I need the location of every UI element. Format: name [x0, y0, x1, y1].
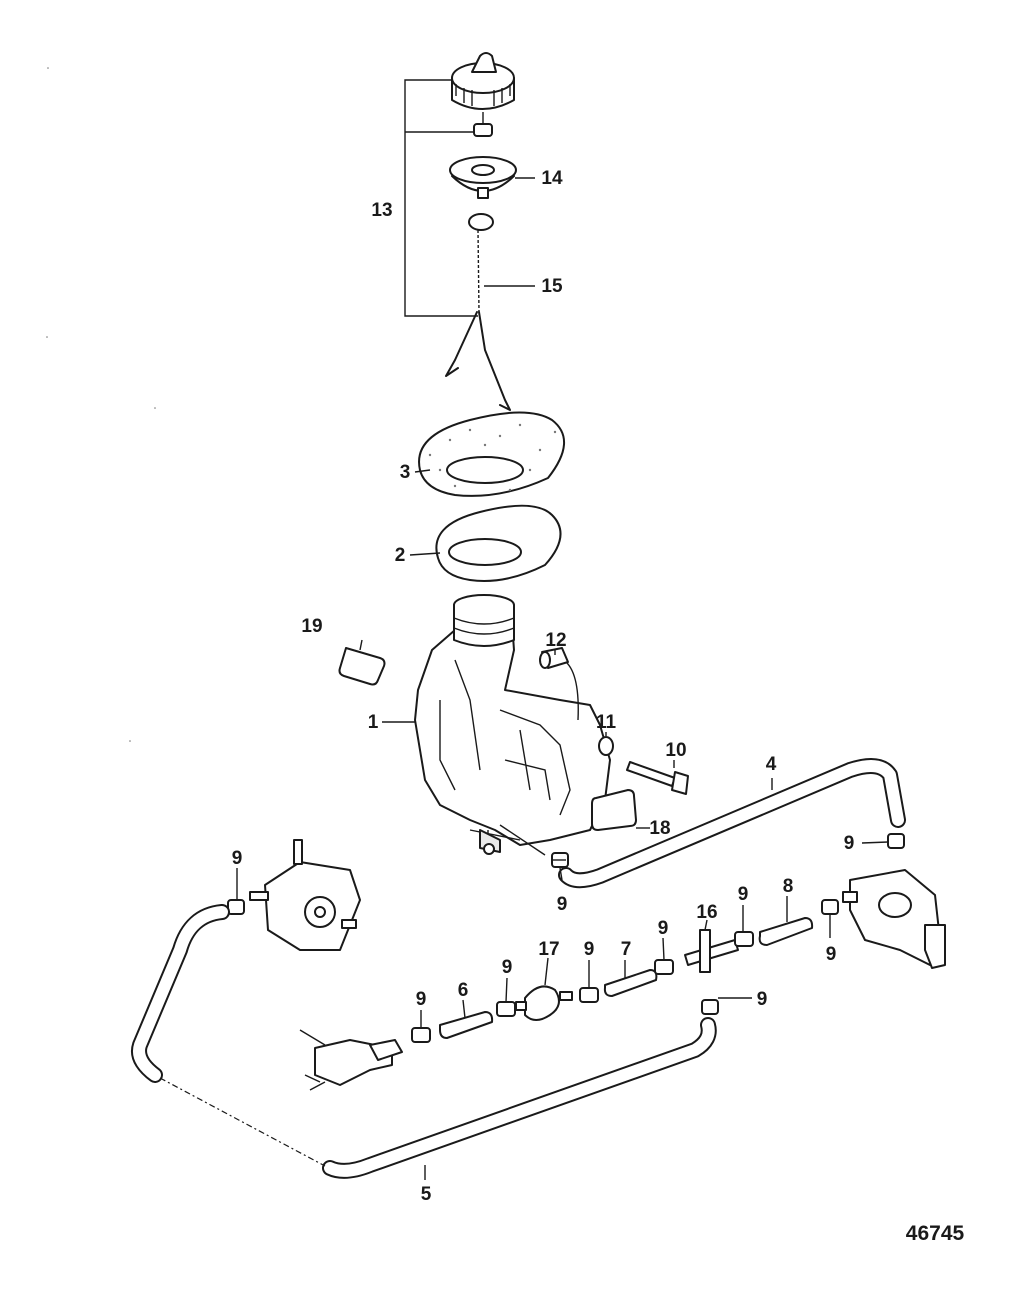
callout-13: 13 [371, 200, 392, 221]
filter-17 [515, 985, 573, 1021]
gasket-3 [418, 411, 566, 497]
callout-5: 5 [421, 1184, 432, 1205]
callout-4: 4 [766, 754, 777, 775]
bolt-10 [626, 761, 689, 795]
callout-2: 2 [395, 545, 406, 566]
callout-9-tank: 9 [557, 894, 568, 915]
callout-16: 16 [696, 902, 717, 923]
callout-14: 14 [541, 168, 563, 189]
tank-outlet-fitting [499, 824, 546, 856]
callout-12: 12 [545, 630, 566, 651]
callout-11: 11 [596, 712, 617, 733]
oil-tank [414, 594, 611, 855]
decal-19 [338, 647, 386, 686]
leader-12-tank [565, 661, 579, 721]
fitting-12 [539, 647, 569, 669]
clamp-9-b [496, 1001, 516, 1017]
callout-9-a: 9 [416, 989, 427, 1010]
callout-10: 10 [665, 740, 686, 761]
callout-18: 18 [649, 818, 670, 839]
callout-9-pump: 9 [232, 848, 243, 869]
callout-labels: 13 14 15 3 2 19 12 1 11 10 4 18 9 9 9 16… [232, 168, 855, 1205]
clamp-9-c [579, 987, 599, 1003]
cap-gasket [449, 156, 517, 199]
leader-lines [236, 177, 889, 1180]
callout-9-f: 9 [826, 944, 837, 965]
retainer-chain [445, 213, 511, 411]
hose-5-continuation [159, 1077, 326, 1167]
clamp-9-pump [227, 899, 245, 915]
clamp-9-f [821, 899, 839, 915]
figure-number: 46745 [906, 1222, 965, 1245]
callout-9-b: 9 [502, 957, 513, 978]
hose-4 [558, 758, 906, 889]
hose-5 [131, 904, 717, 1179]
decal-18 [591, 789, 637, 831]
fill-cap [451, 52, 515, 110]
hose-6 [439, 1011, 494, 1039]
callout-9-c: 9 [584, 939, 595, 960]
callout-19: 19 [301, 616, 322, 637]
callout-9-d: 9 [658, 918, 669, 939]
hose-7 [603, 969, 658, 997]
clamp-9-d [654, 959, 674, 975]
callout-6: 6 [458, 980, 469, 1001]
clamp-9-tank [551, 852, 569, 868]
clamp-9-hose4 [887, 833, 905, 849]
clamp-9-hose5 [701, 999, 719, 1015]
callout-7: 7 [621, 939, 632, 960]
callout-15: 15 [541, 276, 563, 297]
gasket-2 [435, 504, 562, 582]
clamp-9-e [734, 931, 754, 947]
check-valve-left [299, 1029, 403, 1091]
oil-pump [842, 869, 946, 969]
callout-3: 3 [400, 462, 411, 483]
callout-9-e: 9 [738, 884, 749, 905]
callout-17: 17 [538, 939, 559, 960]
clamp-9-a [411, 1027, 431, 1043]
washer-11 [598, 736, 614, 756]
bracket-13 [404, 79, 478, 317]
hose-8 [758, 917, 814, 946]
scan-specks [46, 67, 156, 742]
callout-8: 8 [783, 876, 794, 897]
fuel-pump [249, 839, 361, 951]
callout-9-hose5: 9 [757, 989, 768, 1010]
tee-fitting-16 [684, 929, 739, 973]
callout-1: 1 [368, 712, 379, 733]
callout-9-hose4: 9 [844, 833, 855, 854]
cap-clip [473, 112, 493, 137]
